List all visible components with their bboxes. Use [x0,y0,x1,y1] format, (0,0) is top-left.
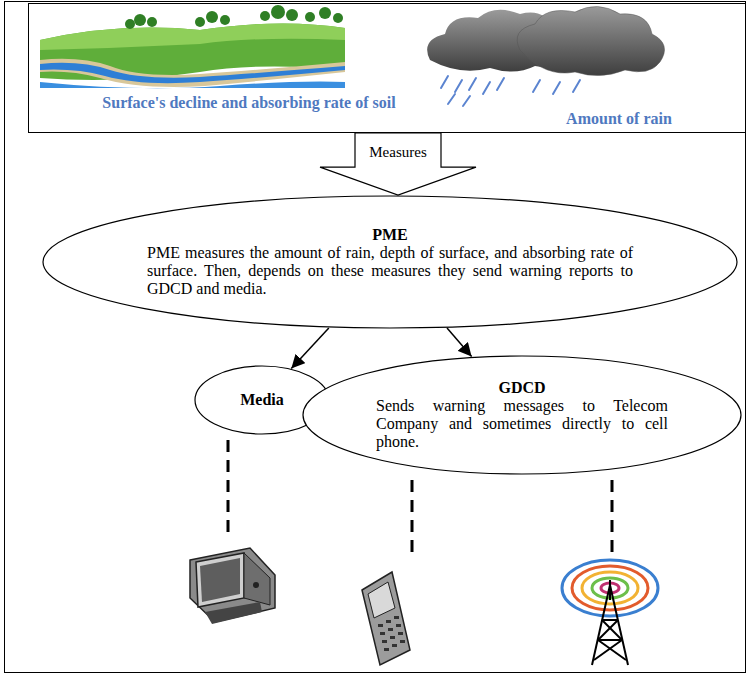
landscape-illustration [40,5,345,88]
node-text: Media [222,391,302,409]
gdcd-ellipse: GDCDSends warning messages to Telecom Co… [302,355,742,475]
source-panel: Surface's decline and absorbing rate of … [28,3,746,133]
cell-phone-icon [362,572,410,665]
arrow-connector [447,328,472,357]
node-text: Amount of rain [544,110,694,128]
node-text: Surface's decline and absorbing rate of … [99,94,399,112]
pme-ellipse: PMEPME measures the amount of rain, dept… [42,195,738,329]
node-text: PME measures the amount of rain, depth o… [147,244,633,298]
rain-cloud-illustration [427,6,664,106]
text-block: PMEPME measures the amount of rain, dept… [147,226,633,298]
node-text: PME [147,226,633,244]
tv-icon [190,548,275,624]
text-block: Media [222,391,302,409]
block-arrow [320,133,476,195]
radio-tower-icon [562,560,658,665]
arrow-connector [291,328,329,368]
node-text: GDCD [376,379,668,397]
text-block: GDCDSends warning messages to Telecom Co… [376,379,668,451]
outer-frame [5,2,746,673]
node-text: Sends warning messages to Telecom Compan… [376,397,668,451]
edge-label: Measures [367,144,428,161]
